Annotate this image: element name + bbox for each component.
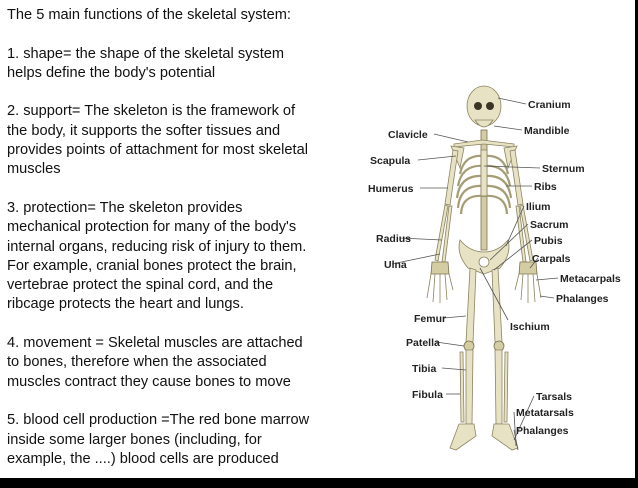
label-metatarsals: Metatarsals (516, 407, 574, 419)
label-ischium: Ischium (510, 321, 550, 333)
function-item-movement: 4. movement = Skeletal muscles are attac… (7, 335, 303, 390)
bone-labels: Cranium Mandible Clavicle Scapula Sternu… (368, 99, 621, 437)
label-phalanges-foot: Phalanges (516, 425, 569, 437)
label-radius: Radius (376, 233, 411, 245)
label-humerus: Humerus (368, 183, 414, 195)
label-ilium: Ilium (526, 201, 551, 213)
label-metacarpals: Metacarpals (560, 273, 621, 285)
label-patella: Patella (406, 337, 440, 349)
label-clavicle: Clavicle (388, 129, 428, 141)
skeleton-diagram: Cranium Mandible Clavicle Scapula Sternu… (368, 85, 621, 451)
heading: The 5 main functions of the skeletal sys… (7, 7, 291, 23)
label-carpals: Carpals (532, 253, 571, 265)
function-item-shape: 1. shape= the shape of the skeletal syst… (7, 45, 285, 81)
label-phalanges-hand: Phalanges (556, 293, 609, 305)
label-leader-lines (391, 97, 559, 451)
label-mandible: Mandible (524, 125, 570, 137)
skeleton-figure: Cranium Mandible Clavicle Scapula Sternu… (356, 84, 630, 464)
function-item-protection: 3. protection= The skeleton provides mec… (7, 199, 307, 313)
function-item-support: 2. support= The skeleton is the framewor… (7, 103, 308, 178)
label-scapula: Scapula (370, 155, 410, 167)
label-tibia: Tibia (412, 363, 436, 375)
label-fibula: Fibula (412, 389, 443, 401)
label-ribs: Ribs (534, 181, 557, 193)
label-ulna: Ulna (384, 259, 407, 271)
label-tarsals: Tarsals (536, 391, 572, 403)
label-femur: Femur (414, 313, 446, 325)
text-column: The 5 main functions of the skeletal sys… (7, 6, 347, 488)
label-sacrum: Sacrum (530, 219, 569, 231)
label-cranium: Cranium (528, 99, 571, 111)
function-item-blood-cell-production: 5. blood cell production =The red bone m… (7, 412, 310, 467)
label-sternum: Sternum (542, 163, 585, 175)
label-pubis: Pubis (534, 235, 563, 247)
slide: The 5 main functions of the skeletal sys… (0, 0, 638, 478)
skeleton-drawing (426, 85, 542, 451)
